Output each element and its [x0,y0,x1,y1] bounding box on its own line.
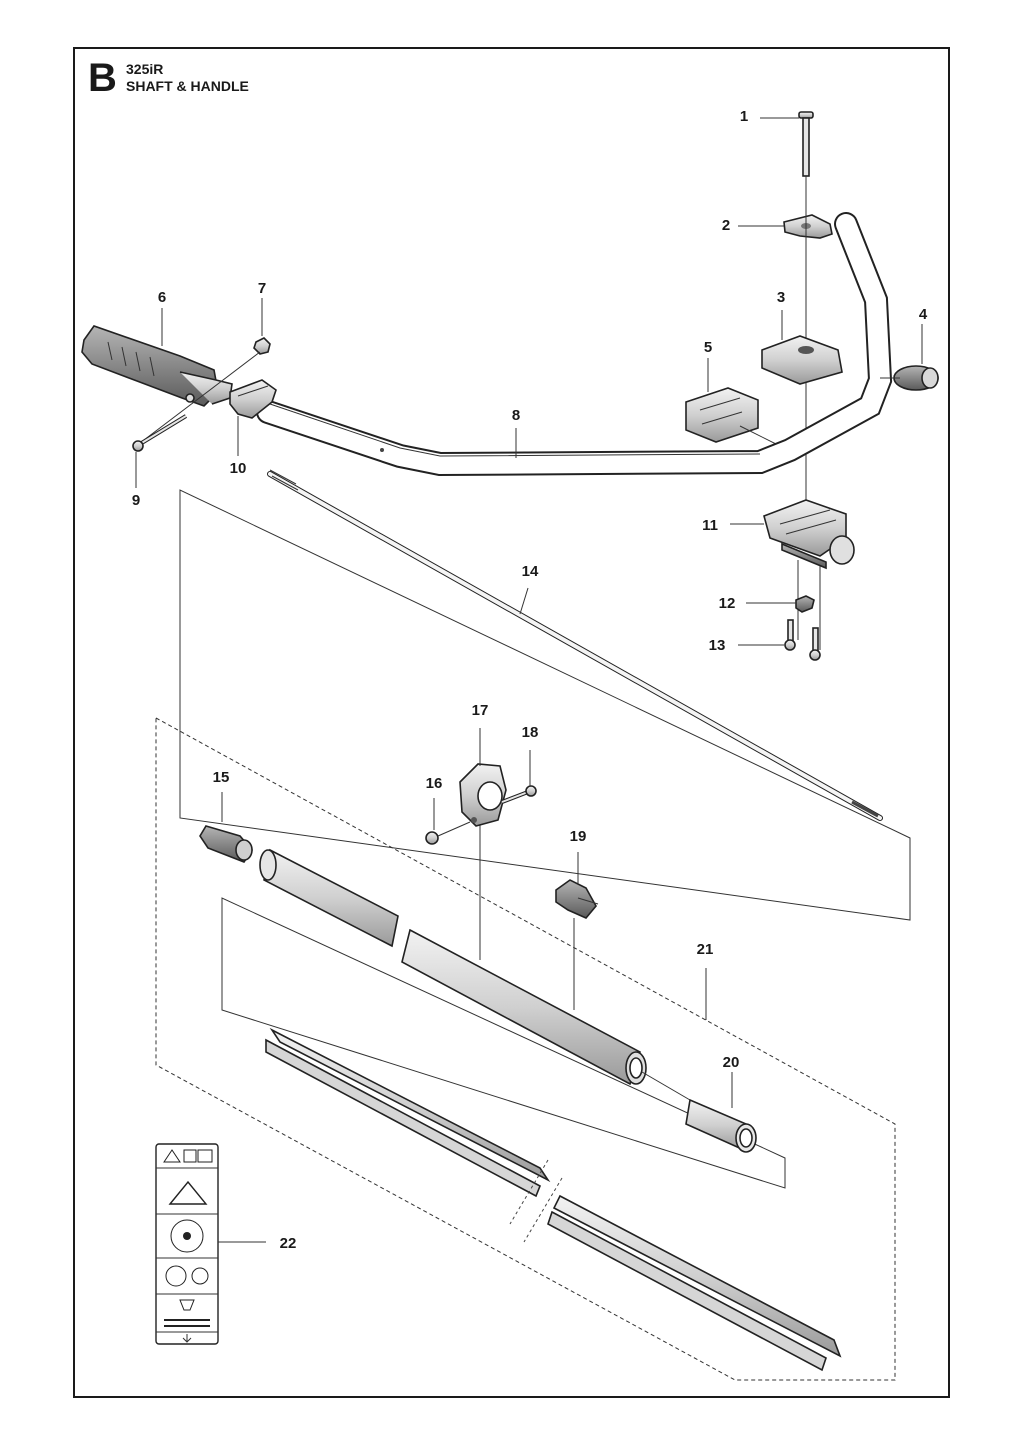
axis-line-20 [641,1071,691,1101]
callout-9: 9 [132,492,140,509]
tube-group-outline [221,897,786,1189]
leader-line-14 [519,587,529,615]
part-14-drive-shaft [267,469,883,821]
callout-14: 14 [522,563,539,580]
axis-line-7-9 [143,351,261,441]
part-5-bracket [685,387,759,443]
drawing-frame [73,47,950,1398]
callout-3: 3 [777,289,785,306]
callout-6: 6 [158,289,166,306]
shaft-group-outline [179,489,911,921]
section-letter: B [88,56,117,100]
axis-line-16 [437,821,471,837]
callout-15: 15 [213,769,230,786]
shaft-tube-upper [259,848,399,948]
callout-1: 1 [740,108,748,125]
shaft-profile-long [265,1027,842,1372]
part-15-bushing [199,825,254,863]
callout-11: 11 [702,517,718,534]
callout-4: 4 [919,306,928,323]
callout-2: 2 [722,217,730,234]
part-16-nut [425,831,439,845]
warning-label-decal-icon [155,1143,219,1345]
part-4-clip [893,365,939,391]
part-20-bushing [685,1098,757,1153]
part-9-screw [132,414,188,452]
part-10-clamp [229,379,277,419]
part-18-screw [501,785,537,804]
part-8-loop-handle [256,212,893,477]
callout-20: 20 [723,1054,740,1071]
callout-5: 5 [704,339,712,356]
part-12-square-nut [795,595,815,613]
part-13-screws [784,619,821,661]
callout-17: 17 [472,702,489,719]
part-19-cable-clip [555,879,599,919]
leader-line-5b [739,425,781,447]
part-3-clamp-cap [761,335,843,385]
callout-12: 12 [719,595,736,612]
assembly-21-dashed-outline [155,717,896,1381]
callout-19: 19 [570,828,587,845]
part-6-grip [81,325,233,407]
part-1-bolt [798,111,814,177]
part-2-knob [783,214,833,239]
callout-18: 18 [522,724,539,741]
assembly-title: SHAFT & HANDLE [126,78,249,94]
callout-10: 10 [230,460,247,477]
callout-16: 16 [426,775,443,792]
part-17-shaft-clamp [459,763,507,827]
callout-13: 13 [709,637,726,654]
part-7-nut [253,337,271,355]
shaft-tube-lower [401,928,647,1086]
part-11-handle-mount [763,499,855,570]
callout-22: 22 [280,1235,297,1252]
callout-21: 21 [697,941,714,958]
model-name: 325iR [126,61,164,77]
callout-7: 7 [258,280,266,297]
callout-8: 8 [512,407,520,424]
